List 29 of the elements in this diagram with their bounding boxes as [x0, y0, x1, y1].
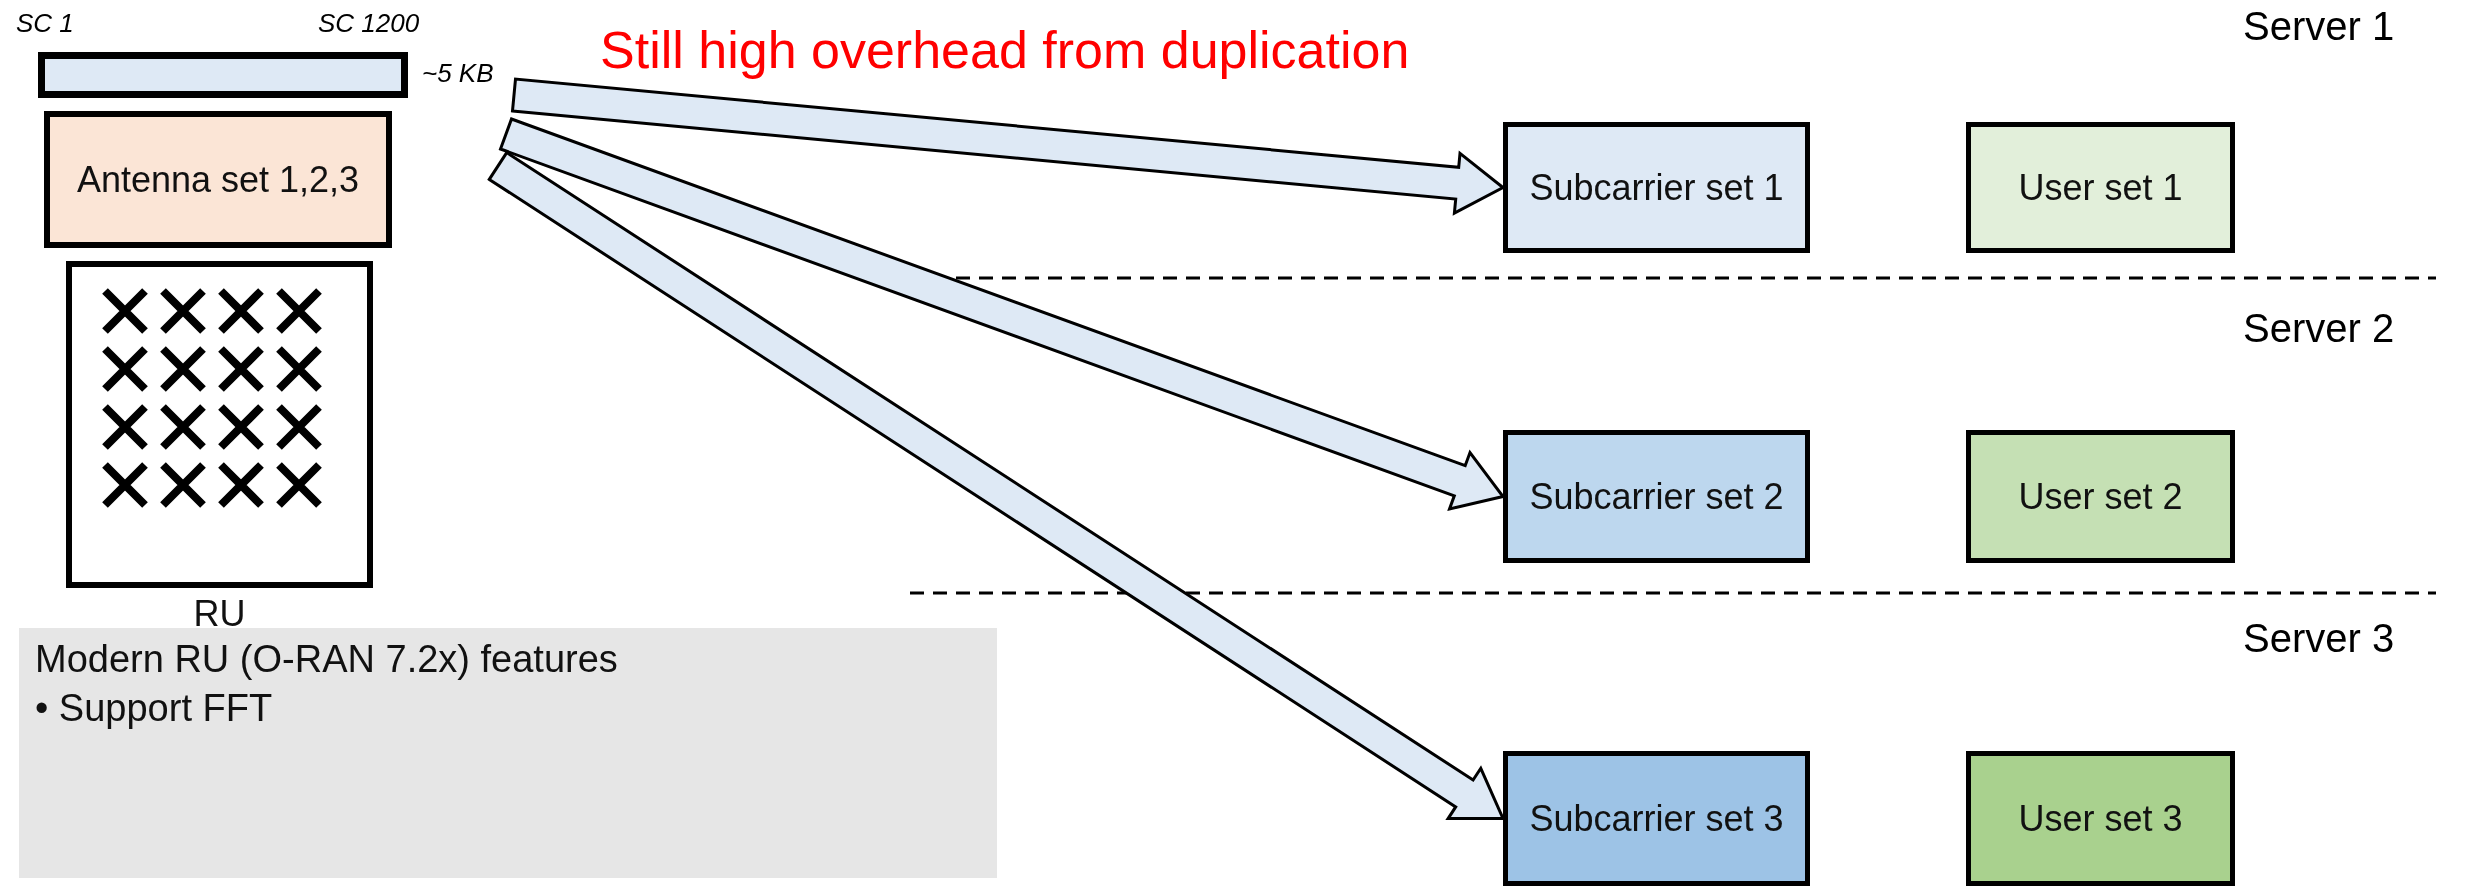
subcarrier-set-box — [1503, 751, 1810, 886]
bullet-item: • Support FFT — [35, 687, 273, 730]
heading: Still high overhead from duplication — [600, 20, 1410, 80]
server-label: Server 1 — [2243, 4, 2395, 49]
box-label: Subcarrier set 2 — [1528, 475, 1785, 518]
block-arrow — [498, 117, 1506, 512]
box-label: User set 3 — [2017, 797, 2184, 840]
block-arrow — [510, 77, 1506, 216]
size-note: ~5 KB — [422, 58, 494, 89]
server-label: Server 2 — [2243, 306, 2395, 351]
panel-heading: Modern RU (O-RAN 7.2x) features — [35, 638, 618, 681]
block-arrow — [487, 150, 1506, 821]
box-label: Subcarrier set 1 — [1528, 166, 1785, 209]
server-label: Server 3 — [2243, 616, 2395, 661]
size-note: SC 1200 — [318, 8, 420, 39]
box-label: User set 2 — [2017, 475, 2184, 518]
user-set-box — [1966, 751, 2235, 886]
size-note: SC 1 — [16, 8, 74, 39]
user-set-box — [1966, 122, 2235, 253]
box-label: User set 1 — [2017, 166, 2184, 209]
box-label: Antenna set 1,2,3 — [75, 158, 361, 201]
subcarrier-bar — [38, 52, 408, 98]
box-label: Subcarrier set 3 — [1528, 797, 1785, 840]
user-set-box — [1966, 430, 2235, 563]
antenna-set-box — [44, 111, 392, 248]
feature-panel — [19, 628, 997, 878]
subcarrier-set-box — [1503, 122, 1810, 253]
unit-label: RU — [192, 596, 247, 632]
subcarrier-set-box — [1503, 430, 1810, 563]
